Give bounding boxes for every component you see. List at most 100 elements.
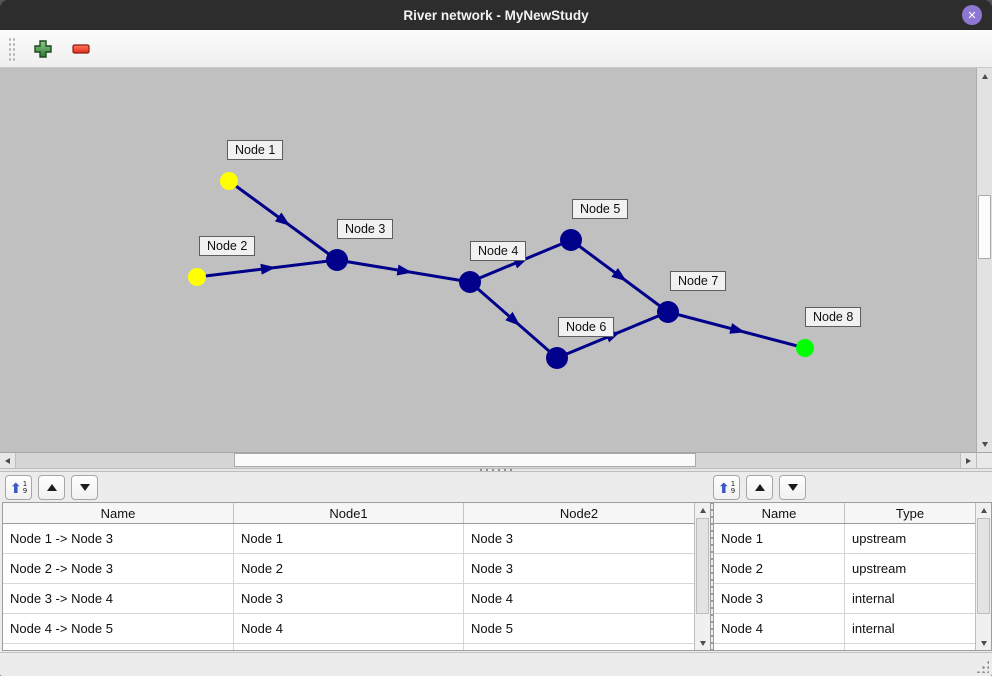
node-label-n2[interactable]: Node 2 [199,236,256,256]
table-row[interactable]: Node 4 -> Node 5 Node 4 Node 5 [3,614,694,644]
edges-table-header: Name Node1 Node2 [3,503,694,524]
cell-name[interactable]: Node 2 [714,554,845,583]
table-row[interactable]: Node 1 -> Node 3 Node 1 Node 3 [3,524,694,554]
arrow-up-icon [46,484,57,491]
column-header-node2[interactable]: Node2 [559,505,599,521]
arrow-up-icon [754,484,765,491]
node-label-n3[interactable]: Node 3 [337,219,394,239]
table-row[interactable]: Node 2 -> Node 3 Node 2 Node 3 [3,554,694,584]
arrow-down-icon [787,484,798,491]
scroll-right-icon[interactable] [960,453,976,468]
edges-table-scrollbar[interactable] [694,503,710,650]
edge-arrow-icon [274,212,291,226]
vertical-scroll-thumb[interactable] [978,195,991,259]
cell-node1[interactable]: Node 4 [234,614,464,643]
canvas-horizontal-scrollbar[interactable] [0,453,976,468]
canvas-vertical-scrollbar[interactable] [976,68,992,452]
column-header-name[interactable]: Name [714,503,845,523]
table-row[interactable]: Node 3 -> Node 4 Node 3 Node 4 [3,584,694,614]
add-node-button[interactable] [31,37,55,61]
cell-type[interactable]: internal [852,591,895,606]
cell-name[interactable]: Node 3 [714,584,845,613]
node-label-n1[interactable]: Node 1 [227,140,284,160]
node-label-n4[interactable]: Node 4 [470,241,527,261]
node-label-n8[interactable]: Node 8 [805,307,862,327]
scroll-up-icon[interactable] [695,503,710,517]
node-label-n5[interactable]: Node 5 [572,199,629,219]
scroll-down-icon[interactable] [695,636,710,650]
graph-node-n4[interactable] [459,271,481,293]
remove-node-button[interactable] [69,37,93,61]
pane-splitter-handle[interactable] [0,468,992,472]
tables-row: Name Node1 Node2 Node 1 -> Node 3 Node 1… [0,502,992,652]
graph-node-n7[interactable] [657,301,679,323]
resize-grip-handle[interactable] [976,660,989,673]
horizontal-scroll-thumb[interactable] [234,453,696,467]
cell-name[interactable]: Node 2 -> Node 3 [3,554,234,583]
graph-node-n5[interactable] [560,229,582,251]
cell-name[interactable]: Node 1 [714,524,845,553]
edge-arrow-icon [611,268,627,282]
edges-move-up-button[interactable] [38,475,66,500]
edge-arrow-icon [505,311,521,326]
titlebar: River network - MyNewStudy ✕ [0,0,992,30]
node-label-n6[interactable]: Node 6 [558,317,615,337]
table-scroll-thumb[interactable] [696,518,709,614]
graph-node-n6[interactable] [546,347,568,369]
cell-type[interactable]: upstream [852,561,907,576]
cell-name[interactable]: Node 1 -> Node 3 [3,524,234,553]
river-network-canvas[interactable]: Node 1 Node 2 Node 3 Node 4 Node 5 Node 6 Node… [0,68,976,452]
cell-node2[interactable]: Node 5 [471,621,513,636]
cell-node1[interactable]: Node 2 [234,554,464,583]
nodes-table: Name Type Node 1 upstream Node 2 upstrea… [713,502,992,651]
cell-node2[interactable]: Node 4 [471,591,513,606]
column-header-node1[interactable]: Node1 [234,503,464,523]
edges-move-down-button[interactable] [71,475,99,500]
nodes-table-scrollbar[interactable] [975,503,991,650]
cell-type[interactable]: upstream [852,531,907,546]
cell-name[interactable]: Node 3 -> Node 4 [3,584,234,613]
scroll-down-icon[interactable] [976,636,991,650]
cell-node2[interactable]: Node 3 [471,561,513,576]
toolbar-grip-handle[interactable] [8,35,15,62]
graph-node-n8[interactable] [796,339,814,357]
edges-table: Name Node1 Node2 Node 1 -> Node 3 Node 1… [2,502,711,651]
scroll-left-icon[interactable] [0,453,16,468]
column-header-name[interactable]: Name [3,503,234,523]
table-row[interactable]: Node 1 upstream [714,524,975,554]
edge-arrow-icon [260,263,276,275]
tables-splitter-handle[interactable] [710,502,713,651]
cell-node2[interactable]: Node 3 [471,531,513,546]
scroll-down-icon[interactable] [977,436,992,452]
table-row[interactable]: Node 3 internal [714,584,975,614]
scroll-up-icon[interactable] [977,68,992,84]
nodes-move-up-button[interactable] [746,475,774,500]
column-header-type[interactable]: Type [895,505,925,521]
main-toolbar [0,30,992,68]
graph-node-n2[interactable] [188,268,206,286]
cell-node1[interactable]: Node 3 [234,584,464,613]
cell-type[interactable]: internal [852,621,895,636]
cell-name[interactable]: Node 4 -> Node 5 [3,614,234,643]
hscroll-row [0,452,992,468]
graph-node-n1[interactable] [220,172,238,190]
table-row-partial[interactable] [714,644,975,650]
table-scroll-thumb[interactable] [977,518,990,614]
graph-node-n3[interactable] [326,249,348,271]
table-row[interactable]: Node 2 upstream [714,554,975,584]
scroll-up-icon[interactable] [976,503,991,517]
nodes-table-header: Name Type [714,503,975,524]
close-icon[interactable]: ✕ [962,5,982,25]
node-label-n7[interactable]: Node 7 [670,271,727,291]
nodes-move-down-button[interactable] [779,475,807,500]
status-bar [0,652,992,676]
cell-name[interactable]: Node 4 [714,614,845,643]
cell-node1[interactable]: Node 1 [234,524,464,553]
edge-arrow-icon [729,323,746,334]
table-row-partial[interactable] [3,644,694,650]
table-row[interactable]: Node 4 internal [714,614,975,644]
